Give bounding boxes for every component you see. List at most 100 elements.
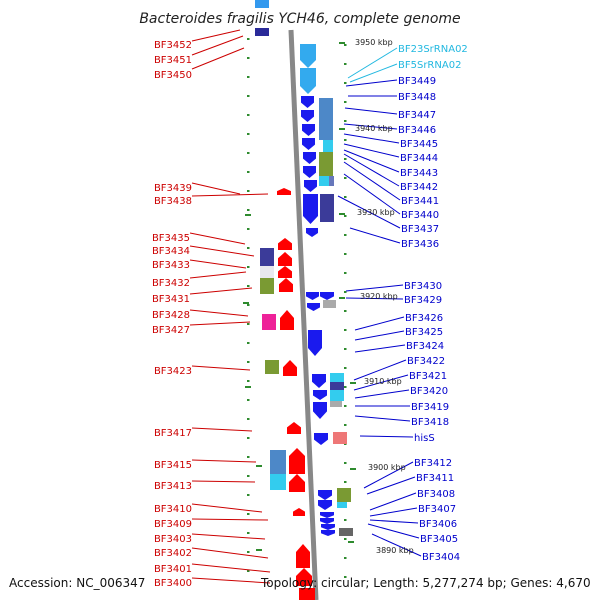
gene-label-bf3401[interactable]: BF3401 (154, 564, 192, 575)
gene-label-bf3443[interactable]: BF3443 (400, 168, 438, 179)
gene-label-bf3409[interactable]: BF3409 (154, 519, 192, 530)
gene-label-bf5srrna02[interactable]: BF5SrRNA02 (398, 60, 461, 71)
gene-label-bf3439[interactable]: BF3439 (154, 183, 192, 194)
gene-label-bf3427[interactable]: BF3427 (152, 325, 190, 336)
reverse-gene-arrow (320, 292, 334, 300)
scale-tick (344, 177, 347, 179)
gene-label-bf3433[interactable]: BF3433 (152, 260, 190, 271)
gene-label-bf3400[interactable]: BF3400 (154, 578, 192, 589)
gene-label-bf3441[interactable]: BF3441 (401, 196, 439, 207)
major-scale-tick (256, 465, 262, 467)
rna-box (255, 0, 269, 8)
gene-label-bf3412[interactable]: BF3412 (414, 458, 452, 469)
gene-label-bf3420[interactable]: BF3420 (410, 386, 448, 397)
leader-line (345, 284, 404, 292)
leader-line (191, 427, 253, 432)
leader-line (191, 533, 266, 540)
gene-label-bf3437[interactable]: BF3437 (401, 224, 439, 235)
leader-line (359, 435, 414, 438)
gene-label-bf3422[interactable]: BF3422 (407, 356, 445, 367)
reverse-gene-arrow (300, 44, 316, 68)
gene-label-bf3403[interactable]: BF3403 (154, 534, 192, 545)
gene-label-bf3436[interactable]: BF3436 (401, 239, 439, 250)
gene-label-bf3404[interactable]: BF3404 (422, 552, 460, 563)
scale-tick (247, 95, 250, 97)
gene-labels: BF3452BF3451BF3450BF3439BF3438BF3435BF34… (152, 40, 468, 589)
gene-label-bf3435[interactable]: BF3435 (152, 233, 190, 244)
gene-box (323, 300, 336, 308)
gene-label-bf3426[interactable]: BF3426 (405, 313, 443, 324)
gene-label-bf3408[interactable]: BF3408 (417, 489, 455, 500)
leader-line (345, 297, 404, 300)
scale-tick (247, 38, 250, 40)
gene-label-bf3440[interactable]: BF3440 (401, 210, 439, 221)
scale-tick (247, 209, 250, 211)
scale-tick (247, 361, 250, 363)
gene-label-bf3402[interactable]: BF3402 (154, 548, 192, 559)
gene-features (255, 0, 353, 600)
gene-label-bf3415[interactable]: BF3415 (154, 460, 192, 471)
reverse-gene-arrow (312, 374, 326, 388)
scale-tick (344, 253, 347, 255)
leader-line (366, 476, 416, 495)
gene-label-bf3451[interactable]: BF3451 (154, 55, 192, 66)
gene-label-bf3406[interactable]: BF3406 (419, 519, 457, 530)
gene-label-bf3447[interactable]: BF3447 (398, 110, 436, 121)
leader-line (189, 245, 255, 257)
gene-label-bf3428[interactable]: BF3428 (152, 310, 190, 321)
leader-line (189, 232, 246, 245)
scale-tick (344, 44, 347, 46)
gene-label-bf3419[interactable]: BF3419 (411, 402, 449, 413)
leader-line (349, 63, 398, 83)
leader-line (343, 143, 400, 158)
gene-label-bf3418[interactable]: BF3418 (411, 417, 449, 428)
gene-label-bf3445[interactable]: BF3445 (400, 139, 438, 150)
gene-label-bf3410[interactable]: BF3410 (154, 504, 192, 515)
gene-label-hiss[interactable]: hisS (414, 433, 435, 444)
gene-label-bf3442[interactable]: BF3442 (400, 182, 438, 193)
reverse-gene-arrow (313, 390, 327, 400)
reverse-gene-arrow (320, 512, 334, 518)
gene-label-bf3429[interactable]: BF3429 (404, 295, 442, 306)
scale-tick (247, 304, 250, 306)
gene-label-bf3423[interactable]: BF3423 (154, 366, 192, 377)
gene-label-bf3405[interactable]: BF3405 (420, 534, 458, 545)
gene-label-bf3434[interactable]: BF3434 (152, 246, 190, 257)
gene-box (255, 28, 269, 36)
backbone-line (288, 29, 319, 600)
gene-label-bf23srrna02[interactable]: BF23SrRNA02 (398, 44, 468, 55)
leader-line (189, 271, 247, 279)
gene-label-bf3449[interactable]: BF3449 (398, 76, 436, 87)
gene-label-bf3413[interactable]: BF3413 (154, 481, 192, 492)
leader-line (189, 309, 249, 317)
leader-line (369, 519, 419, 524)
gene-label-bf3444[interactable]: BF3444 (400, 153, 438, 164)
leader-line (369, 492, 417, 511)
gene-label-bf3424[interactable]: BF3424 (406, 341, 444, 352)
scale-tick (344, 234, 347, 236)
gene-label-bf3438[interactable]: BF3438 (154, 196, 192, 207)
gene-label-bf3430[interactable]: BF3430 (404, 281, 442, 292)
leader-line (191, 47, 245, 70)
gene-label-bf3452[interactable]: BF3452 (154, 40, 192, 51)
gene-label-bf3425[interactable]: BF3425 (405, 327, 443, 338)
gene-label-bf3448[interactable]: BF3448 (398, 92, 436, 103)
gene-label-bf3417[interactable]: BF3417 (154, 428, 192, 439)
gene-label-bf3450[interactable]: BF3450 (154, 70, 192, 81)
gene-box (323, 140, 333, 152)
gene-label-bf3432[interactable]: BF3432 (152, 278, 190, 289)
reverse-gene-arrow (302, 124, 315, 136)
forward-gene-arrow (279, 278, 293, 292)
gene-label-bf3407[interactable]: BF3407 (418, 504, 456, 515)
accession-text: Accession: NC_006347 (9, 576, 146, 590)
leader-line (191, 577, 271, 584)
leader-line (191, 182, 241, 195)
gene-label-bf3421[interactable]: BF3421 (409, 371, 447, 382)
major-scale-tick (245, 214, 251, 216)
gene-label-bf3431[interactable]: BF3431 (152, 294, 190, 305)
scale-tick (247, 133, 250, 135)
scale-label: 3890 kbp (376, 546, 414, 555)
major-scale-tick (350, 468, 356, 470)
gene-label-bf3446[interactable]: BF3446 (398, 125, 436, 136)
gene-label-bf3411[interactable]: BF3411 (416, 473, 454, 484)
